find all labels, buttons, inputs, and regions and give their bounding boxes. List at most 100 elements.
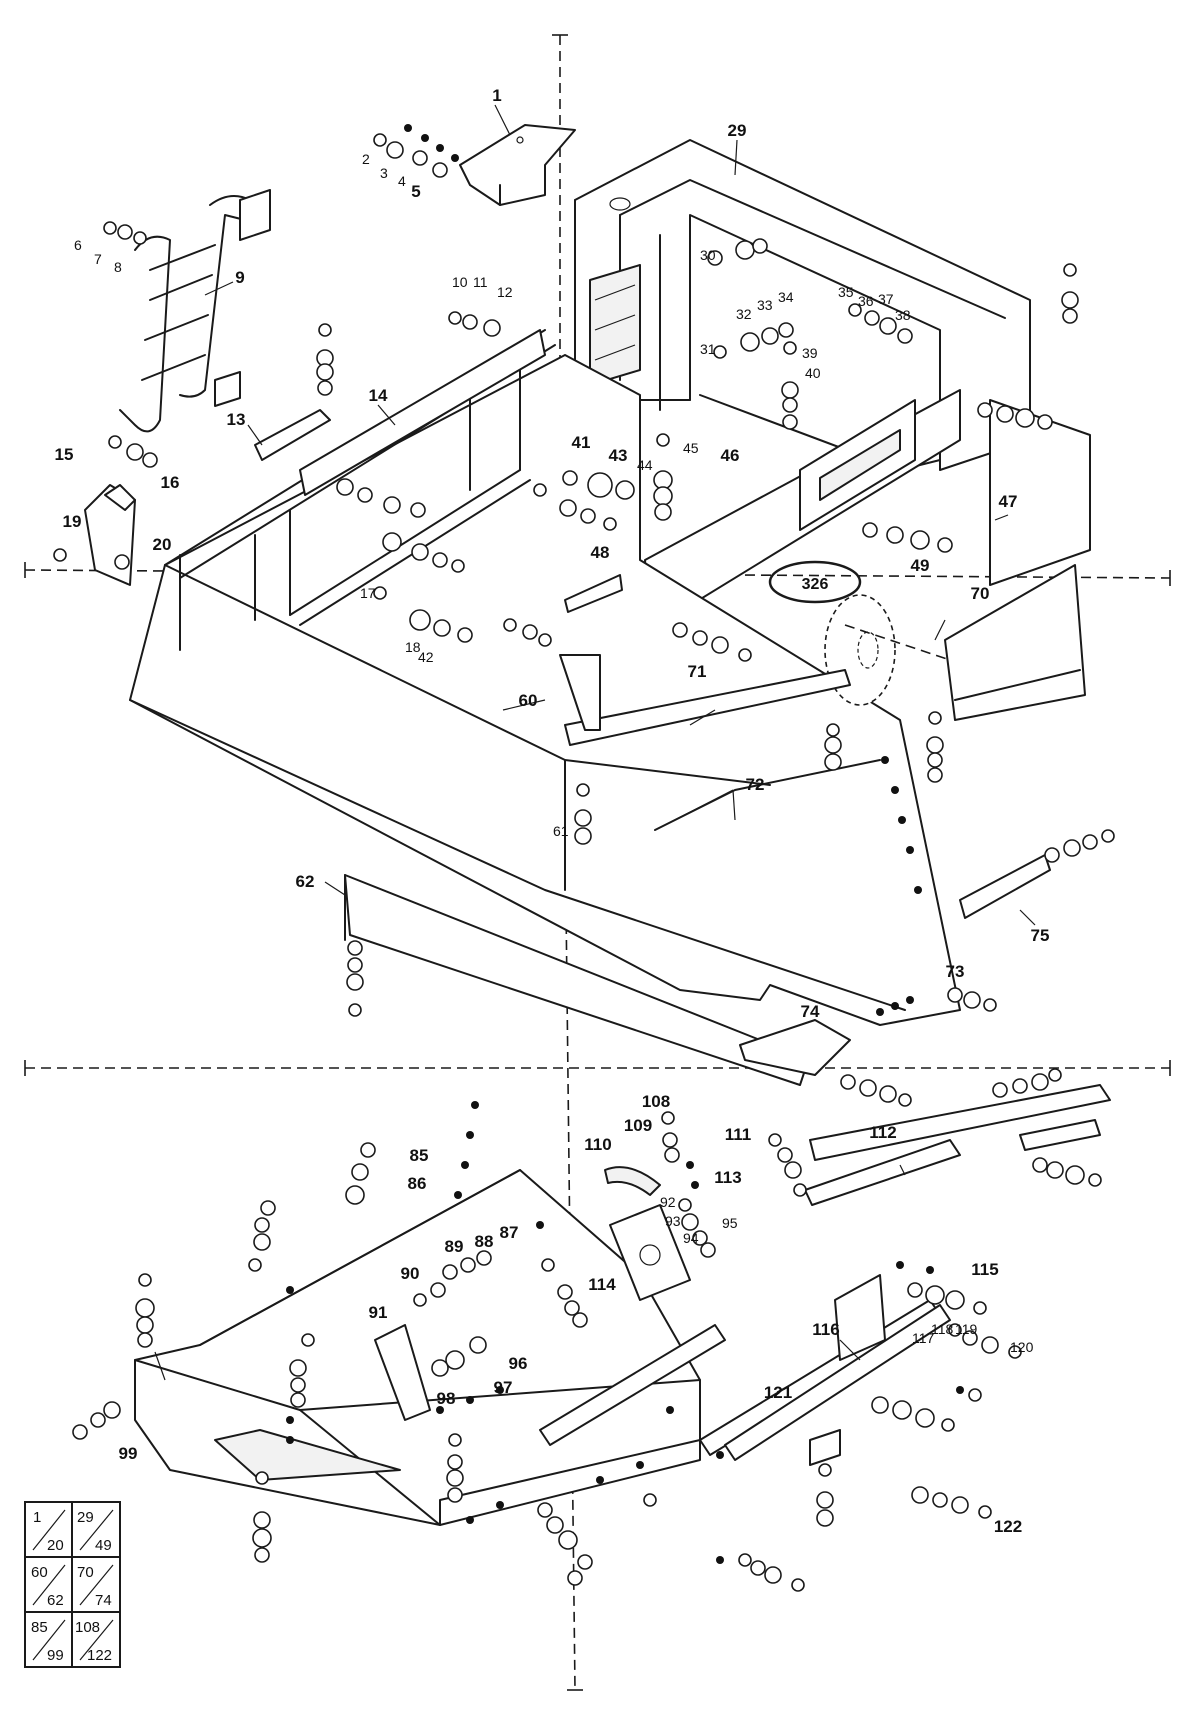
callout: 6 [74, 237, 82, 253]
index-cell-top: 85 [31, 1619, 48, 1636]
callout: 113 [714, 1168, 741, 1187]
callout: 88 [475, 1232, 494, 1251]
callout: 40 [805, 365, 821, 381]
side-panel-46 [644, 389, 961, 631]
callout: 90 [401, 1264, 420, 1283]
long-frame-62 [344, 874, 806, 1086]
callout: 116 [812, 1320, 839, 1339]
callout: 60 [519, 691, 538, 710]
callout: 1 [492, 86, 501, 105]
callout: 14 [369, 386, 388, 405]
callout: 110 [584, 1135, 611, 1154]
index-cell-bottom: 49 [95, 1537, 112, 1554]
callout: 11 [473, 274, 488, 290]
callout: 29 [728, 121, 747, 140]
callout: 9 [235, 268, 244, 287]
callout: 91 [369, 1303, 388, 1322]
callout: 99 [119, 1444, 138, 1463]
callout: 30 [700, 247, 716, 263]
bracket-1 [459, 124, 576, 206]
edge-dots [286, 124, 964, 1564]
callout: 32 [736, 306, 752, 322]
callout: 98 [437, 1389, 456, 1408]
callout: 17 [360, 585, 376, 601]
callout: 37 [878, 291, 894, 307]
callout: 44 [637, 457, 653, 473]
callout: 112 [869, 1123, 896, 1142]
callout: 19 [63, 512, 82, 531]
callout: 122 [994, 1517, 1022, 1536]
callout: 86 [408, 1174, 427, 1193]
callout: 109 [624, 1116, 652, 1135]
callout: 4 [398, 173, 406, 189]
callout: 8 [114, 259, 122, 275]
callout: 48 [591, 543, 610, 562]
rails-121-116 [539, 1274, 951, 1466]
callout: 85 [410, 1146, 429, 1165]
callout: 115 [971, 1260, 998, 1279]
bracket-13 [254, 409, 331, 461]
index-cell-top: 60 [31, 1564, 48, 1581]
callout: 118 [931, 1321, 954, 1337]
side-plates [944, 399, 1091, 721]
callout: 39 [802, 345, 818, 361]
callout: 73 [946, 962, 965, 981]
callout: 42 [418, 649, 434, 665]
callout: 62 [296, 872, 315, 891]
callout: 72 [746, 775, 765, 794]
index-cell-bottom: 20 [47, 1537, 64, 1554]
fasteners [53, 133, 1115, 1592]
bracket-91 [374, 1324, 431, 1421]
rear-upper-frame [574, 139, 1031, 471]
callout: 94 [683, 1230, 699, 1246]
callout: 36 [858, 293, 874, 309]
callout: 20 [153, 535, 172, 554]
callout: 2 [362, 151, 370, 167]
callout: 35 [838, 284, 854, 300]
callout: 49 [911, 556, 930, 575]
callout: 95 [722, 1215, 738, 1231]
leader-lines [154, 104, 1036, 1393]
callout: 46 [721, 446, 740, 465]
callout: 119 [955, 1321, 978, 1337]
callout: 3 [380, 165, 388, 181]
callout: 97 [494, 1378, 513, 1397]
callout: 117 [912, 1330, 935, 1346]
callout: 93 [665, 1213, 681, 1229]
callout: 87 [500, 1223, 519, 1242]
callout: 74 [801, 1002, 820, 1021]
bracket-74 [739, 1019, 851, 1076]
callout: 108 [642, 1092, 670, 1111]
callout: 61 [553, 823, 569, 839]
index-cell-top: 108 [75, 1619, 100, 1636]
ladder-9 [119, 189, 271, 433]
callout: 41 [572, 433, 591, 452]
callout: 16 [161, 473, 180, 492]
callout: 71 [688, 662, 707, 681]
callout: 120 [1010, 1339, 1034, 1355]
callout: 45 [683, 440, 699, 456]
callout: 89 [445, 1237, 464, 1256]
callout: 12 [497, 284, 513, 300]
callout: 15 [55, 445, 74, 464]
segment-110 [604, 1166, 661, 1196]
index-cell-bottom: 99 [47, 1647, 64, 1664]
callout: 34 [778, 289, 794, 305]
callout: 70 [971, 584, 990, 603]
index-cell-top: 70 [77, 1564, 94, 1581]
callout: 121 [764, 1383, 792, 1402]
callout: 75 [1031, 926, 1050, 945]
callout: 31 [700, 341, 716, 357]
callout: 33 [757, 297, 773, 313]
index-cell-bottom: 62 [47, 1592, 64, 1609]
callout: 38 [895, 307, 911, 323]
bracket-114 [609, 1204, 691, 1301]
major-callouts: 1 29 9 14 13 15 16 19 20 5 41 43 46 47 4… [55, 86, 1050, 1536]
minor-callouts: 2 3 4 6 7 8 10 11 12 17 18 30 31 32 33 3… [74, 151, 1034, 1355]
callout: 13 [227, 410, 246, 429]
callout: 96 [509, 1354, 528, 1373]
callout: 111 [725, 1125, 752, 1144]
index-cell-top: 1 [33, 1509, 41, 1526]
callout: 7 [94, 251, 102, 267]
